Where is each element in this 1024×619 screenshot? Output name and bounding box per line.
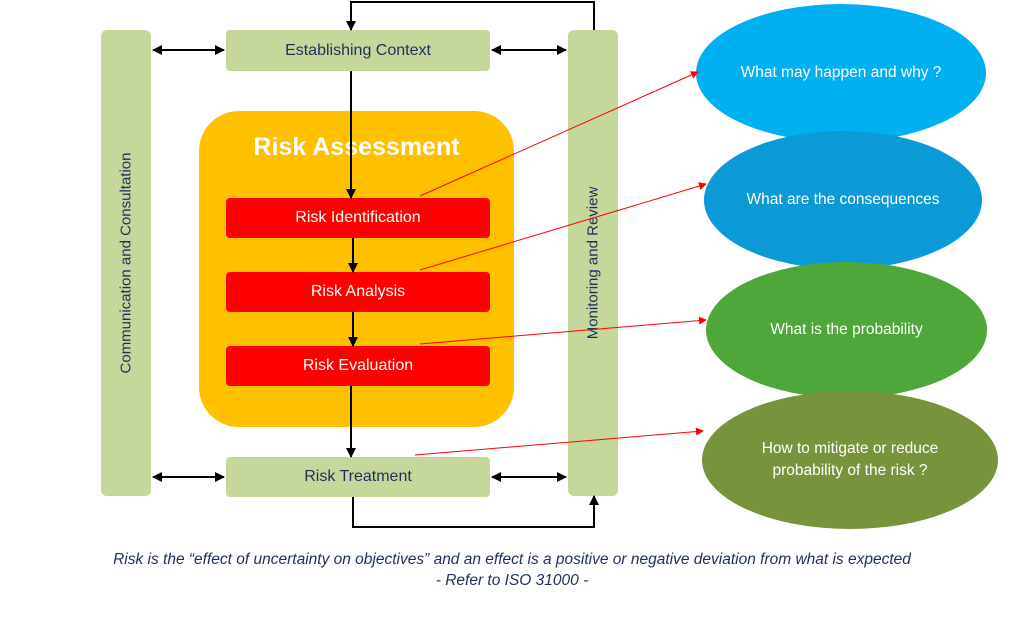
- link-identification-to-question: [419, 71, 699, 197]
- top-loop-connector: [346, 1, 595, 31]
- monitoring-review-bar: [568, 30, 618, 496]
- bottom-loop-connector: [352, 495, 599, 528]
- risk-assessment-title: Risk Assessment: [253, 133, 460, 161]
- risk-treatment-box: Risk Treatment: [226, 457, 490, 497]
- question-what-may-happen: What may happen and why ?: [696, 4, 986, 142]
- question-consequences: What are the consequences: [704, 131, 982, 269]
- step-risk-identification: Risk Identification: [226, 198, 490, 238]
- link-evaluation-to-question: [419, 316, 707, 345]
- step-risk-analysis: Risk Analysis: [226, 272, 490, 312]
- question-mitigate: How to mitigate or reduce probability of…: [702, 391, 998, 529]
- question-probability: What is the probability: [706, 262, 987, 398]
- link-treatment-to-question: [414, 427, 704, 456]
- footer-definition: Risk is the “effect of uncertainty on ob…: [113, 551, 911, 568]
- communication-consultation-bar: [101, 30, 151, 496]
- link-analysis-to-question: [419, 182, 707, 271]
- footer-reference: - Refer to ISO 31000 -: [435, 572, 589, 589]
- establishing-context-box: Establishing Context: [226, 30, 490, 71]
- step-risk-evaluation: Risk Evaluation: [226, 346, 490, 386]
